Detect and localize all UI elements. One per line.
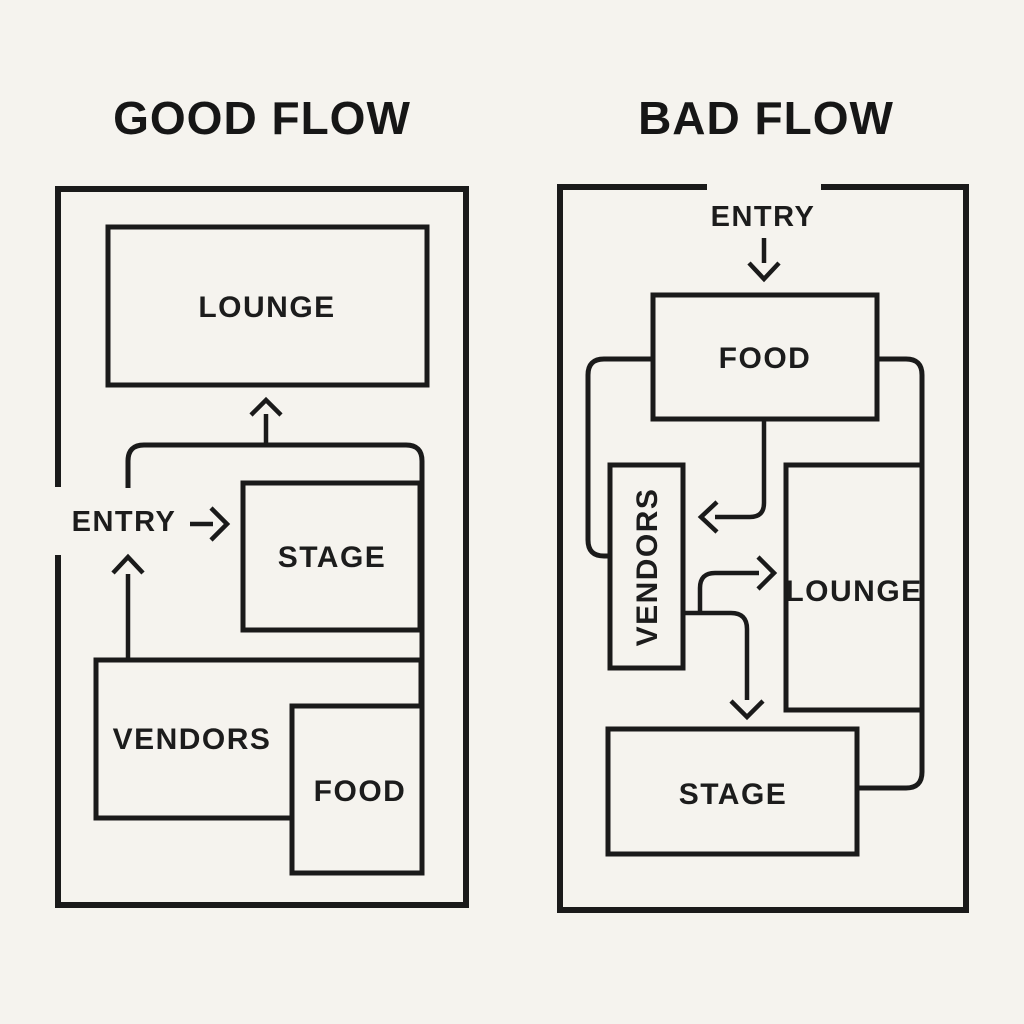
good-lounge-room <box>105 224 430 388</box>
good-stage-label: STAGE <box>278 541 387 574</box>
bad-flow-title: BAD FLOW <box>638 92 894 144</box>
good-venue-wall <box>55 186 469 908</box>
bad-arrow-food-to-vendors-icon <box>697 419 767 534</box>
good-lounge-label: LOUNGE <box>198 291 335 324</box>
good-food-label: FOOD <box>314 775 407 808</box>
bad-vendors-room <box>607 462 686 671</box>
bad-venue-wall <box>557 184 969 913</box>
bad-arrow-vendors-to-stage-icon <box>683 610 765 721</box>
good-stage-room-enclosure <box>125 442 425 871</box>
bad-arrow-entry-to-food-icon <box>747 238 781 283</box>
good-flow-title: GOOD FLOW <box>113 92 411 144</box>
bad-lounge-room <box>783 462 925 713</box>
good-flow-panel: GOOD FLOW LOUNGE STAGE VENDORS FOOD ENTR… <box>55 92 469 908</box>
bad-stage-room <box>605 726 860 857</box>
bad-lounge-label: LOUNGE <box>785 575 922 608</box>
good-arrow-vendors-to-entry-icon <box>111 553 145 660</box>
bad-stage-label: STAGE <box>679 778 788 811</box>
good-food-room <box>289 703 425 876</box>
bad-food-label: FOOD <box>719 342 812 375</box>
bad-arrow-vendors-to-lounge-icon <box>697 555 778 613</box>
bad-vendors-label: VENDORS <box>631 488 664 647</box>
good-entry-label: ENTRY <box>72 506 177 538</box>
good-stage-room <box>240 480 423 633</box>
bad-corridor-left <box>585 356 655 559</box>
good-arrow-stage-to-lounge-icon <box>249 396 283 443</box>
bad-entry-label: ENTRY <box>711 201 816 233</box>
good-arrow-entry-to-stage-icon <box>190 506 231 542</box>
bad-flow-panel: BAD FLOW FOOD VENDORS LOUNGE STAGE ENTRY <box>557 92 969 913</box>
good-vendors-label: VENDORS <box>113 723 272 756</box>
